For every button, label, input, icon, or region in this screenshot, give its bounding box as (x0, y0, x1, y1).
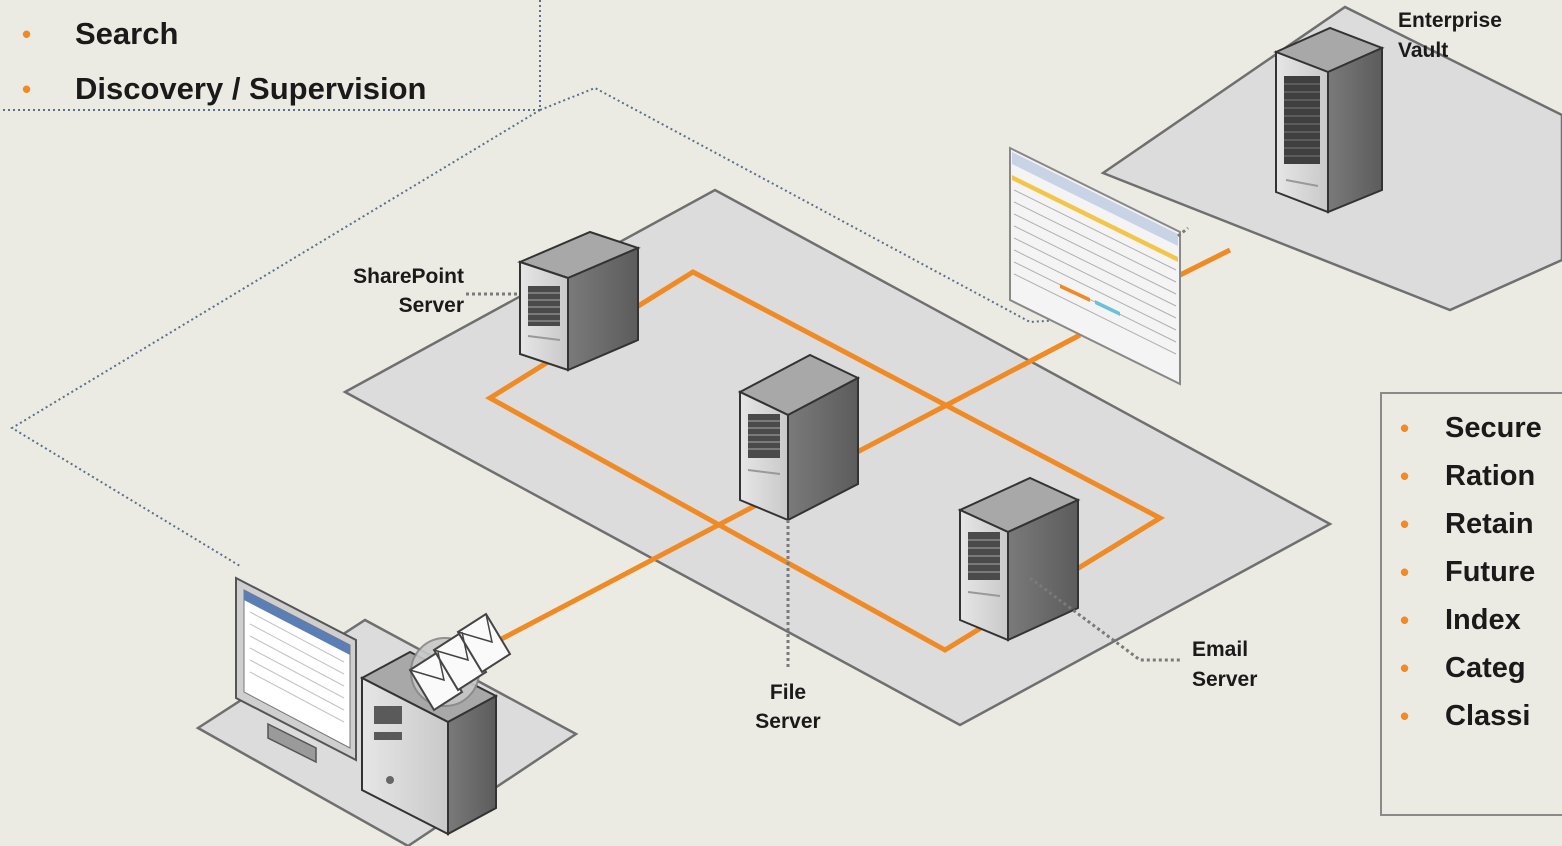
right-feature-list: •Secure •Ration •Retain •Future •Index •… (1382, 410, 1542, 746)
left-feature-list: •Search •Discovery / Supervision (0, 15, 426, 125)
list-item: •Ration (1400, 460, 1536, 492)
right-feature-box (1380, 392, 1562, 816)
client-workstation (235, 576, 512, 836)
list-item: •Index (1400, 604, 1521, 636)
list-item: •Discovery / Supervision (22, 71, 427, 106)
vault-link (1178, 247, 1232, 278)
file-server-label: File Server (755, 681, 821, 733)
vault-console-screenshot (1009, 146, 1181, 386)
list-item: •Classi (1400, 700, 1531, 732)
email-server-label: Email Server (1192, 638, 1258, 691)
bullet-icon: • (1400, 413, 1410, 443)
bullet-icon: • (22, 74, 32, 104)
list-item: •Secure (1400, 412, 1542, 444)
bullet-icon: • (1400, 461, 1410, 491)
list-item: •Future (1400, 556, 1536, 588)
bullet-icon: • (1400, 509, 1410, 539)
sharepoint-server (517, 230, 641, 372)
list-item: •Retain (1400, 508, 1534, 540)
list-item: •Categ (1400, 652, 1526, 684)
email-server (957, 476, 1081, 642)
enterprise-vault-server (1273, 26, 1385, 214)
bullet-icon: • (22, 19, 32, 49)
bullet-icon: • (1400, 557, 1410, 587)
list-item: •Search (22, 16, 179, 51)
bullet-icon: • (1400, 653, 1410, 683)
dotted-region-outline (0, 0, 1061, 567)
bullet-icon: • (1400, 701, 1410, 731)
sharepoint-server-label: SharePoint Server (353, 265, 464, 317)
file-server (737, 353, 861, 522)
label-leaders (466, 226, 1189, 668)
bullet-icon: • (1400, 605, 1410, 635)
enterprise-vault-label: Enterprise Vault (1398, 9, 1502, 62)
